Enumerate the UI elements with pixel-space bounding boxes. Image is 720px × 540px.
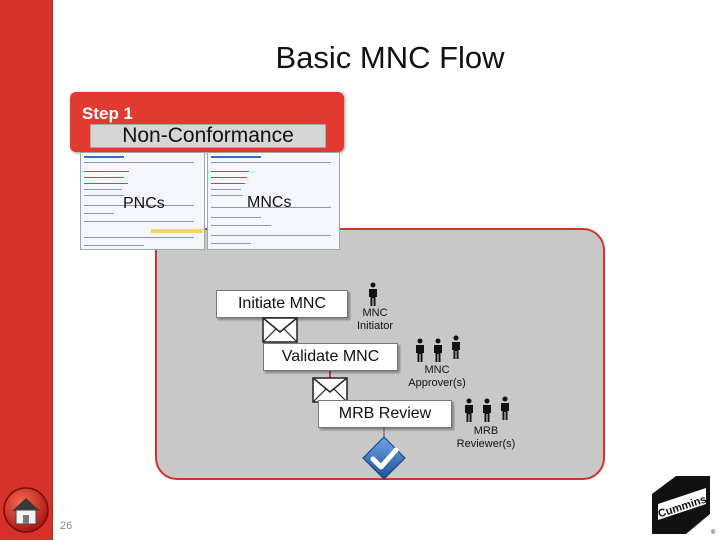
person-icon xyxy=(465,398,473,422)
cummins-logo: Cummins ® xyxy=(652,476,716,536)
home-button[interactable] xyxy=(2,486,50,534)
slide-title: Basic MNC Flow xyxy=(275,40,505,75)
home-icon xyxy=(12,498,40,525)
step-name: Non-Conformance xyxy=(90,124,326,148)
mrb-review-box: MRB Review xyxy=(318,400,452,428)
person-icon xyxy=(452,335,460,359)
step-label: Step 1 xyxy=(82,104,134,123)
envelope-icon xyxy=(312,377,348,403)
initiator-role: MNC Initiator xyxy=(356,307,394,332)
person-icon xyxy=(416,338,424,362)
slide-number: 26 xyxy=(60,520,73,532)
reviewer-role: MRB Reviewer(s) xyxy=(456,425,516,450)
validate-mnc-box: Validate MNC xyxy=(263,343,398,371)
left-accent-divider xyxy=(52,0,53,540)
checkmark-shield-icon xyxy=(362,436,406,480)
person-icon xyxy=(483,398,491,422)
svg-text:®: ® xyxy=(711,529,716,536)
pnc-caption: PNCs xyxy=(123,195,165,212)
mnc-form-screenshot xyxy=(207,152,340,250)
approver-role: MNC Approver(s) xyxy=(408,364,466,389)
initiate-mnc-box: Initiate MNC xyxy=(216,290,348,318)
envelope-icon xyxy=(262,317,298,343)
person-icon xyxy=(434,338,442,362)
left-accent-bar xyxy=(0,0,52,540)
person-icon xyxy=(369,282,377,306)
pnc-form-screenshot xyxy=(80,152,205,250)
person-icon xyxy=(501,396,509,420)
mnc-caption: MNCs xyxy=(247,194,292,211)
